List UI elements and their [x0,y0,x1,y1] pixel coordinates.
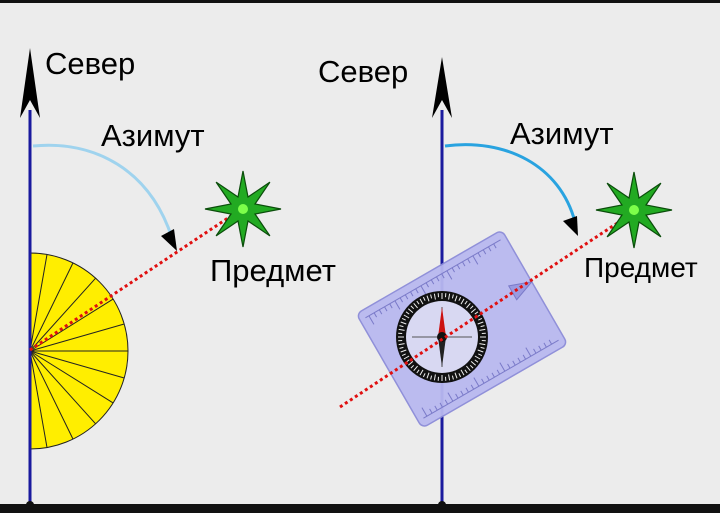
azimuth-arc-left [32,143,174,239]
bottom-frame [0,504,720,513]
compass-needle [438,307,446,337]
protractor-ticks [29,254,128,448]
object-star-left [204,170,282,248]
left-panel: Север Азимут Предмет [20,46,336,505]
protractor [29,252,129,450]
azimuth-label-right: Азимут [510,116,614,151]
north-line-base-left [26,501,34,509]
compass-bezel [396,291,488,383]
baseplate-ticks [368,243,553,417]
azimuth-arc-right [444,143,577,223]
direction-arrow [507,281,534,301]
right-panel: Север Азимут Предмет [318,54,698,505]
object-label-left: Предмет [210,253,336,288]
object-star-right [595,171,673,249]
north-line-base-right [438,501,446,509]
north-arrow-left [20,48,40,118]
azimuth-arrowhead-left [161,229,177,251]
sight-line-right [339,210,635,409]
azimuth-arrowhead-right [563,216,578,236]
azimuth-label-left: Азимут [101,118,205,153]
north-label-left: Север [45,46,135,81]
sight-line-left [29,208,241,352]
north-label-right: Север [318,54,408,89]
north-arrow-right [432,57,452,118]
object-label-right: Предмет [584,252,698,283]
diagram-background [0,3,720,505]
